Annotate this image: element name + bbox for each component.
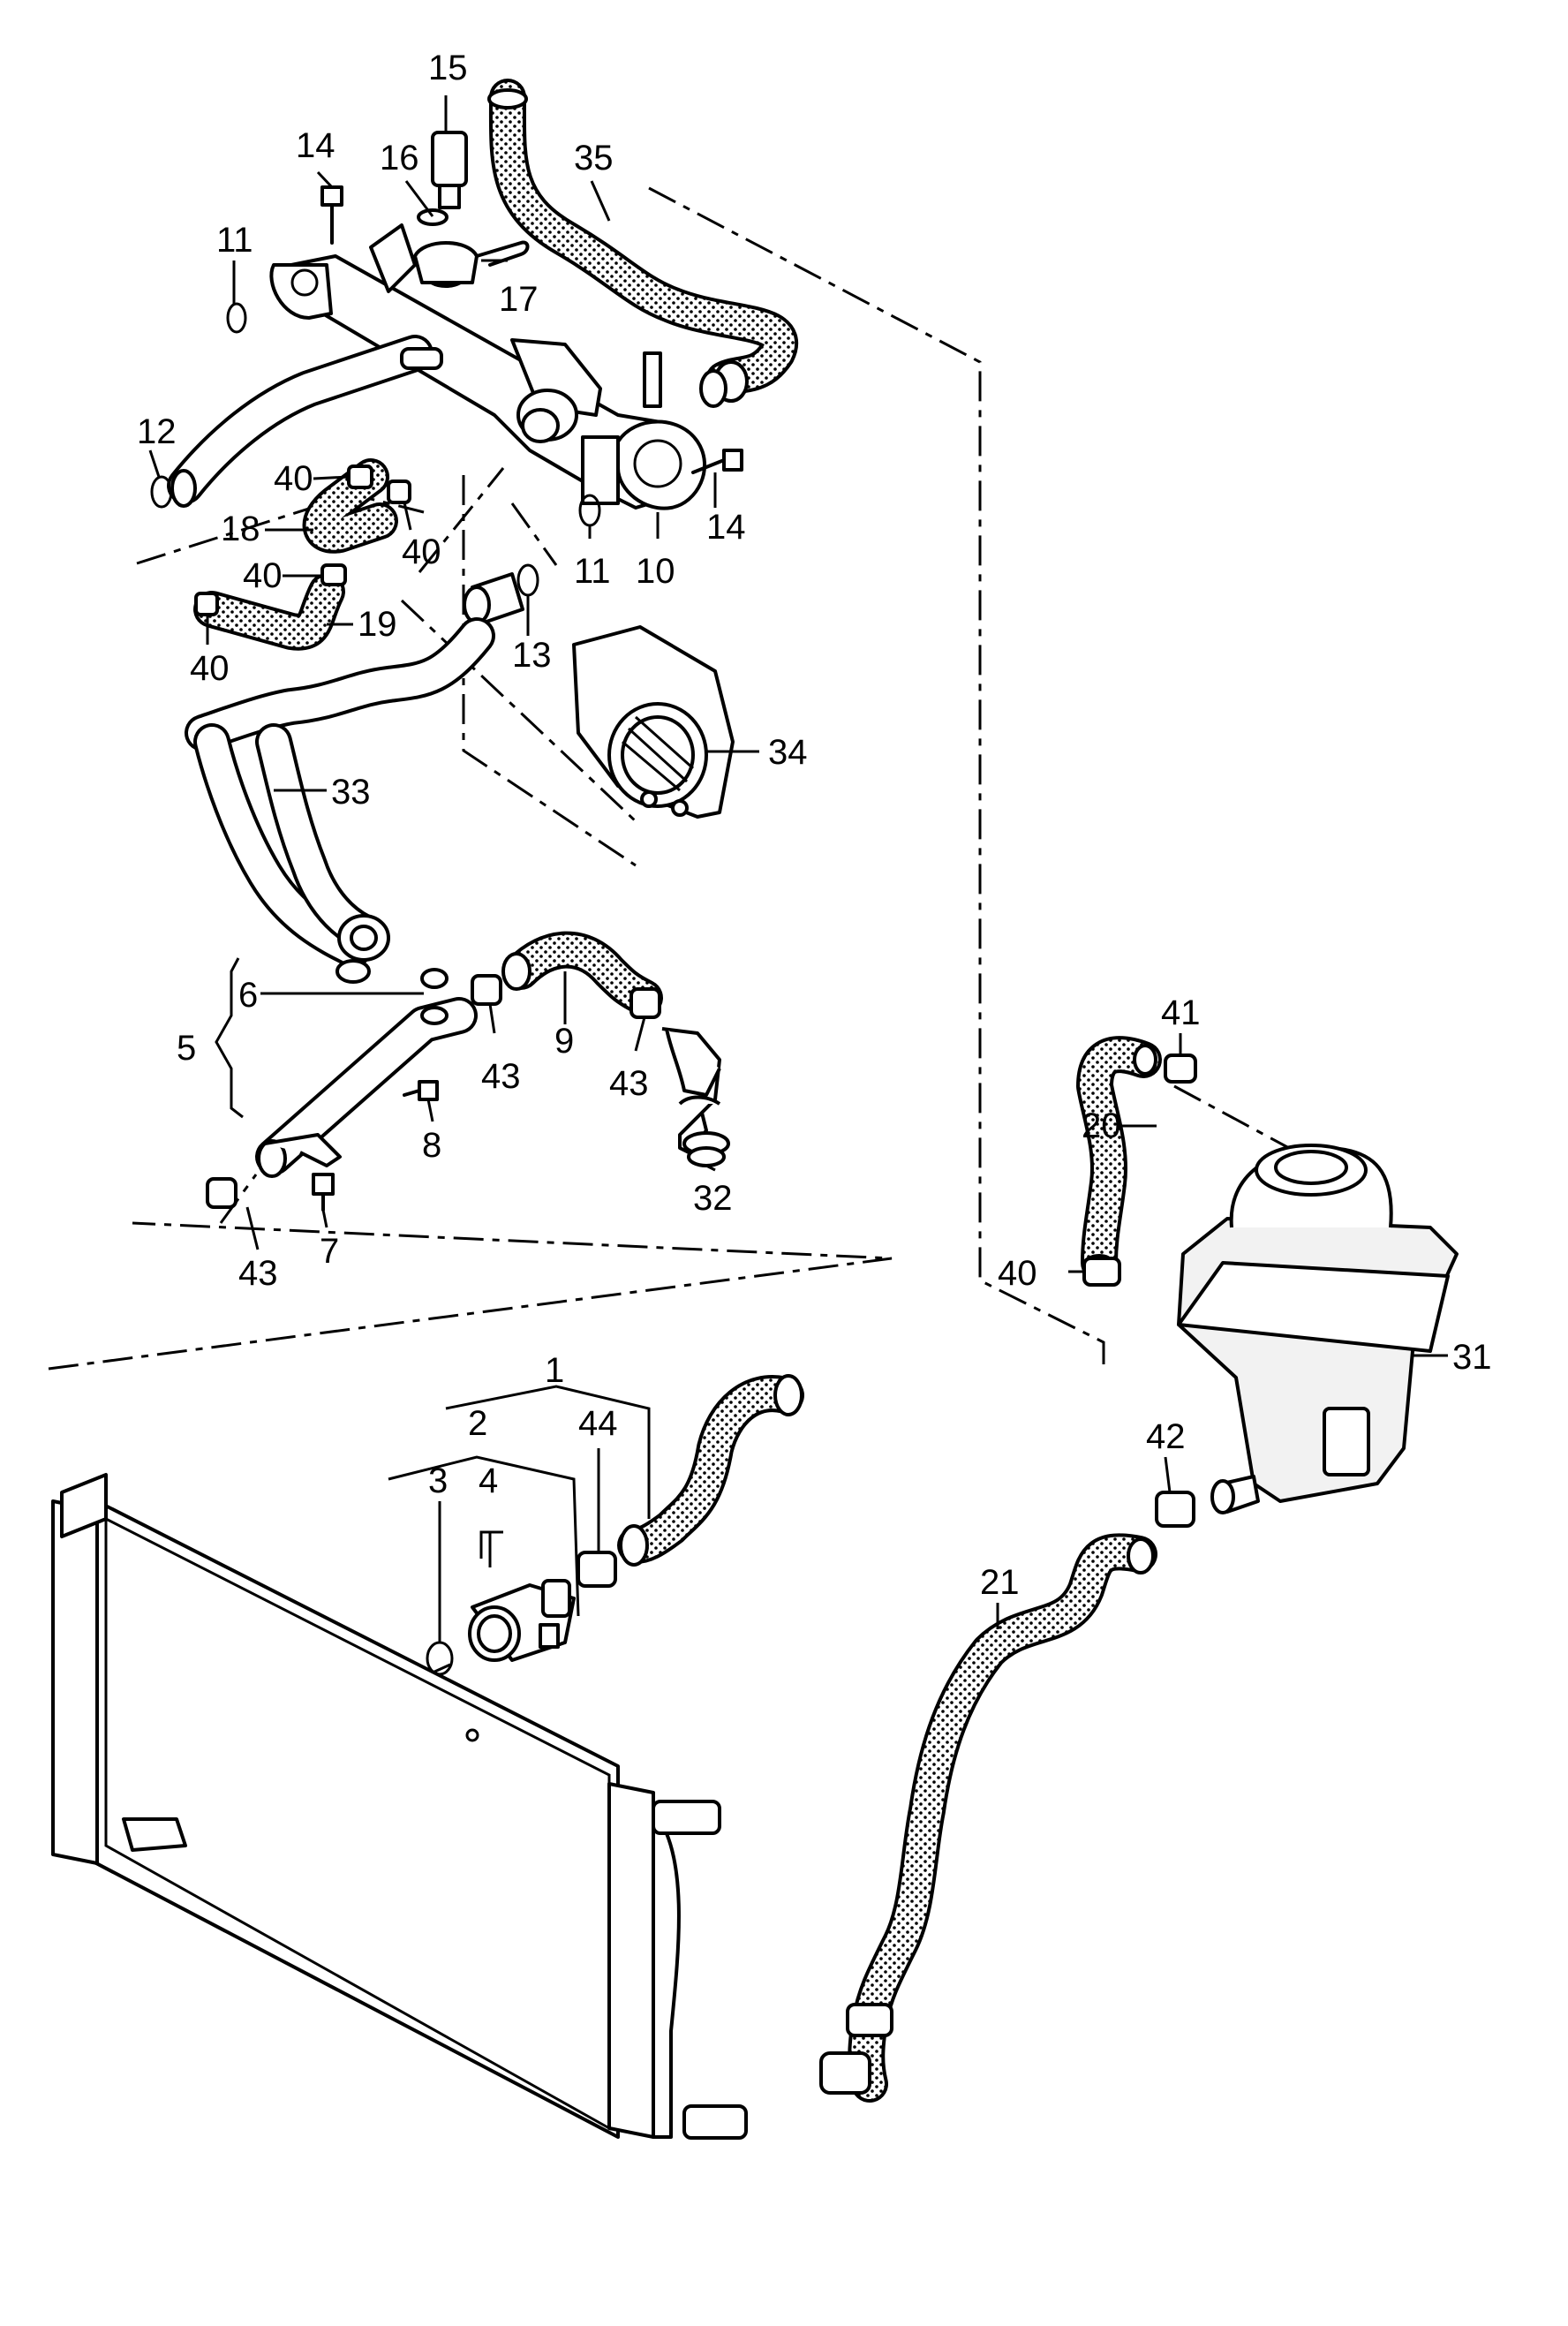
callout-11-bottom: 11: [574, 552, 611, 591]
callout-4: 4: [479, 1461, 498, 1500]
hose-1: [617, 1374, 804, 1567]
callout-13: 13: [512, 636, 552, 675]
callout-2: 2: [468, 1404, 487, 1443]
hose-21: [819, 1533, 1157, 2103]
hose-clamp-44: [577, 1551, 617, 1588]
callout-18: 18: [221, 510, 260, 548]
callout-12: 12: [137, 412, 177, 451]
coolant-flange-32: [661, 1027, 730, 1167]
callout-33: 33: [331, 773, 371, 812]
expansion-tank-31: [1177, 1144, 1459, 1514]
callout-16: 16: [380, 139, 419, 177]
callout-40-b: 40: [402, 532, 441, 571]
callout-17: 17: [499, 280, 539, 319]
callout-7: 7: [320, 1232, 339, 1271]
bolt-14-top: [320, 185, 343, 245]
callout-14-top: 14: [296, 126, 335, 165]
callout-21: 21: [980, 1563, 1020, 1602]
callout-32: 32: [693, 1179, 733, 1218]
tube-13: [463, 572, 524, 624]
hose-35: [487, 79, 798, 408]
callout-10: 10: [636, 552, 675, 591]
hose-18: [302, 458, 398, 554]
callout-40-c: 40: [243, 556, 283, 595]
callout-44: 44: [578, 1404, 618, 1443]
callout-43-c: 43: [238, 1254, 278, 1293]
hose-clamp-42: [1155, 1491, 1195, 1528]
callout-19: 19: [358, 605, 397, 644]
coolant-pipe-33: [185, 617, 495, 984]
hose-20: [1076, 1036, 1162, 1281]
retaining-clip-17: [475, 240, 530, 267]
callout-labels: 15 14 16 35 11 17 12 40 18 40 14 11 10 4…: [137, 49, 1492, 1602]
callout-40-a: 40: [274, 459, 313, 498]
coolant-flange-assembly: [269, 131, 707, 510]
callout-8: 8: [422, 1126, 441, 1165]
hose-clamps-43: [206, 974, 661, 1209]
callout-5: 5: [177, 1029, 196, 1068]
o-ring-11-top: [226, 302, 247, 334]
callout-15: 15: [428, 49, 468, 87]
callout-20: 20: [1082, 1106, 1121, 1145]
bolt-14-right: [691, 449, 743, 474]
callout-11-top: 11: [216, 221, 253, 260]
hose-clamp-40-tank: [1082, 1257, 1121, 1287]
callout-6: 6: [238, 976, 258, 1015]
callout-31: 31: [1452, 1338, 1492, 1377]
callout-3: 3: [428, 1461, 448, 1500]
pipe-assembly-5: [255, 968, 478, 1212]
hose-19: [193, 573, 345, 651]
hose-clamp-41: [1164, 1053, 1197, 1084]
callout-1: 1: [545, 1351, 564, 1390]
callout-43-b: 43: [609, 1064, 649, 1103]
callout-9: 9: [554, 1022, 574, 1061]
connector-2: [468, 1579, 576, 1662]
o-ring-13: [516, 563, 539, 597]
hose-9: [501, 931, 663, 1016]
leader-lines: [148, 95, 1448, 1643]
callout-40-d: 40: [190, 649, 230, 688]
throttle-body-34: [572, 625, 735, 819]
callout-42: 42: [1146, 1417, 1186, 1456]
callout-40-e: 40: [998, 1254, 1037, 1293]
callout-35: 35: [574, 139, 614, 177]
callout-43-a: 43: [481, 1057, 521, 1096]
callout-14-right: 14: [706, 508, 746, 547]
radiator: [51, 1473, 748, 2140]
callout-34: 34: [768, 733, 808, 772]
hose-clamps-40: [194, 464, 411, 616]
connecting-pipe-12: [167, 335, 443, 508]
callout-41: 41: [1161, 993, 1201, 1032]
